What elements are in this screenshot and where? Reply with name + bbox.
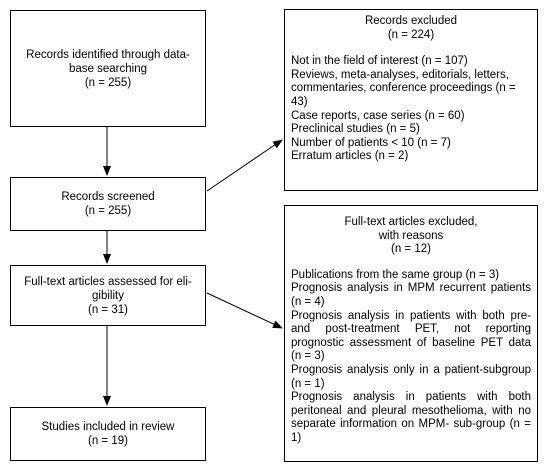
records-excluded-item: Reviews, meta-analyses, editorials, lett…	[291, 68, 516, 108]
arrow-screened-to-records-excluded	[206, 139, 283, 192]
fulltext-excluded-item: Prognosis analysis in patients with both…	[291, 309, 531, 363]
records-identified-line-1: Records identified through data-	[26, 48, 190, 61]
studies-included-label: Studies included in review	[41, 421, 175, 433]
records-identified-box: Records identified through data- base se…	[10, 10, 206, 127]
fulltext-assessed-box: Full-text articles assessed for eli- gib…	[10, 265, 206, 326]
fulltext-excluded-box: Full-text articles excluded, with reason…	[284, 205, 538, 462]
records-excluded-item: Case reports, case series (n = 60)	[291, 109, 465, 122]
records-excluded-title: Records excluded	[364, 15, 458, 27]
records-identified-count: (n = 255)	[84, 76, 132, 89]
fulltext-excluded-item: Prognosis analysis in patients with both…	[291, 391, 531, 444]
fulltext-excluded-item: Prognosis analysis in MPM recurrent pati…	[291, 282, 531, 308]
arrow-assessed-to-fulltext-excluded	[206, 292, 283, 329]
fulltext-excluded-item: Publications from the same group (n = 3)	[291, 268, 500, 281]
records-excluded-item: Not in the field of interest (n = 107)	[291, 55, 468, 68]
fulltext-excluded-count: (n = 12)	[391, 243, 431, 256]
fulltext-assessed-line-2: gibility	[92, 289, 124, 302]
records-screened-count: (n = 255)	[84, 205, 132, 217]
fulltext-assessed-line-1: Full-text articles assessed for eli-	[24, 275, 192, 288]
fulltext-assessed-count: (n = 31)	[88, 303, 128, 316]
fulltext-excluded-title-1: Full-text articles excluded,	[344, 216, 478, 228]
records-excluded-item: Number of patients < 10 (n = 7)	[291, 136, 451, 149]
fulltext-excluded-item: Prognosis analysis only in a patient-sub…	[291, 363, 531, 390]
records-screened-label: Records screened	[61, 191, 155, 203]
records-excluded-item: Preclinical studies (n = 5)	[291, 123, 420, 136]
records-screened-box: Records screened (n = 255)	[10, 177, 206, 231]
records-excluded-item: Erratum articles (n = 2)	[291, 150, 409, 163]
records-excluded-count: (n = 224)	[387, 28, 435, 41]
records-identified-line-2: base searching	[69, 62, 147, 75]
fulltext-excluded-title-2: with reasons	[378, 229, 444, 242]
records-excluded-box: Records excluded (n = 224) Not in the fi…	[284, 9, 538, 191]
studies-included-box: Studies included in review (n = 19)	[10, 407, 206, 461]
studies-included-count: (n = 19)	[88, 435, 128, 447]
